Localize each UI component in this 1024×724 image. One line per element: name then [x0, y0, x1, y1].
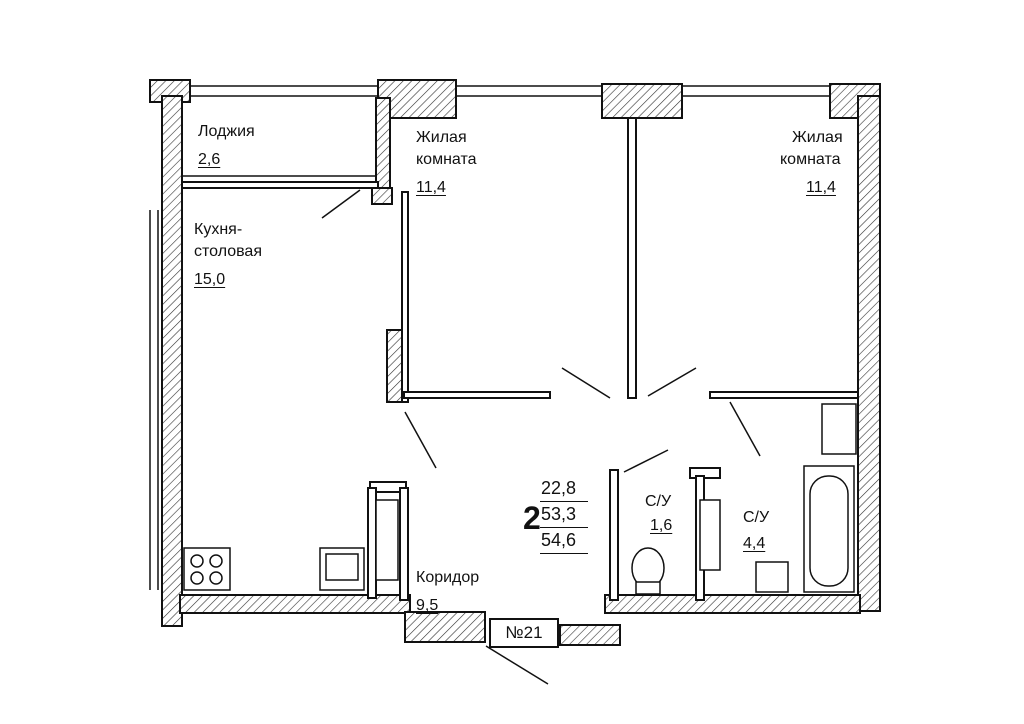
room-name-loggia: Лоджия — [198, 123, 255, 140]
room-area-kitchen: 15,0 — [194, 271, 226, 288]
room-area-bath2: 4,4 — [743, 535, 766, 552]
room-name-living1-l1: Жилая — [416, 129, 467, 146]
bath-sink-icon — [755, 561, 789, 593]
wall-bottom-right — [604, 594, 861, 614]
walls — [149, 79, 881, 646]
living-area-value: 22,8 — [540, 476, 588, 502]
total-area-value-1: 53,3 — [540, 502, 588, 528]
room-area-bath1: 1,6 — [650, 517, 673, 534]
room-name-corridor: Коридор — [416, 569, 480, 586]
room-area-living2: 11,4 — [806, 179, 836, 196]
wall-right — [857, 95, 881, 612]
wall-left — [161, 95, 183, 627]
door-swings — [321, 189, 761, 685]
room-name-bath2: С/У — [743, 509, 770, 526]
room-name-living2-l2: комната — [780, 151, 841, 168]
rooms-count: 2 — [523, 500, 541, 536]
fixtures — [183, 403, 857, 595]
room-name-living2-l1: Жилая — [792, 129, 843, 146]
apartment-number: №21 — [489, 618, 559, 648]
wall-entry-right — [559, 624, 621, 646]
stove-icon — [183, 547, 231, 591]
wall-bottom-left — [179, 594, 411, 614]
room-name-living1-l2: комната — [416, 151, 477, 168]
room-area-corridor: 9,5 — [416, 597, 439, 614]
windows — [149, 85, 830, 590]
room-area-living1: 11,4 — [416, 179, 446, 196]
room-name-kitchen-l2: столовая — [194, 243, 262, 260]
room-name-bath1: С/У — [645, 493, 672, 510]
room-name-kitchen-l1: Кухня- — [194, 221, 243, 238]
wall-top-center — [601, 83, 683, 119]
washer-icon — [821, 403, 857, 455]
room-area-loggia: 2,6 — [198, 151, 221, 168]
area-summary: 22,8 53,3 54,6 — [540, 476, 588, 554]
wall-loggia — [375, 97, 391, 191]
wall-kitchen-stub — [371, 187, 393, 205]
wall-entry-left — [404, 611, 486, 643]
total-area-value-2: 54,6 — [540, 528, 588, 554]
